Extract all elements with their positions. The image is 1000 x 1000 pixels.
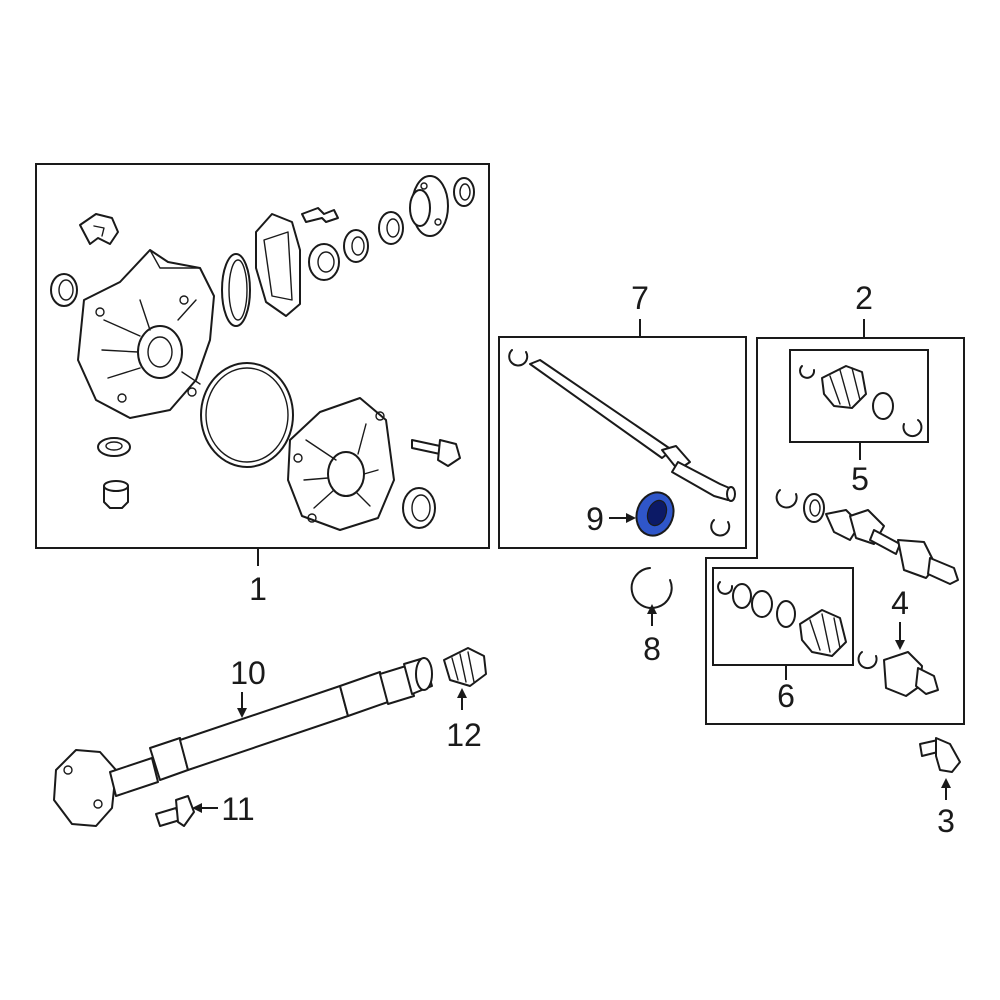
shaft-coupler-part-12[interactable] — [443, 647, 487, 687]
callout-5-label: 5 — [851, 461, 869, 497]
intermediate-shaft-frame — [498, 336, 747, 549]
callout-1-label: 1 — [249, 571, 267, 607]
bearing-two-part[interactable] — [343, 229, 369, 263]
bearing-three-part[interactable] — [378, 211, 404, 245]
callout-4-arrowhead — [895, 640, 905, 650]
drain-seal-part[interactable] — [97, 437, 131, 457]
boot-kit-clamp-large-part[interactable] — [872, 392, 894, 420]
small-o-ring-part[interactable] — [221, 253, 251, 327]
axle-nut-part-3[interactable] — [919, 737, 961, 773]
inner-kit-clamp-small-part[interactable] — [717, 581, 734, 595]
fill-plug-part[interactable] — [103, 480, 129, 509]
rear-cover-part[interactable] — [287, 397, 395, 531]
large-o-ring-part[interactable] — [200, 362, 294, 468]
callout-9-label: 9 — [586, 501, 604, 537]
callout-3-label: 3 — [937, 803, 955, 839]
inner-kit-ring-one-part[interactable] — [732, 583, 752, 609]
callout-12-arrowhead — [457, 688, 467, 698]
intermediate-shaft-part[interactable] — [529, 359, 736, 502]
callout-4-label: 4 — [891, 585, 909, 621]
inner-kit-clamp-part[interactable] — [776, 600, 796, 628]
drive-shaft-part-10[interactable] — [53, 657, 433, 827]
outer-boot-part[interactable] — [821, 365, 867, 409]
inner-kit-ring-two-part[interactable] — [751, 590, 773, 618]
callout-3-arrowhead — [941, 778, 951, 788]
callout-8-arrowhead — [647, 604, 657, 614]
cover-plate-part[interactable] — [255, 213, 301, 317]
callout-7-label: 7 — [631, 280, 649, 316]
callout-11-arrowhead — [192, 803, 202, 813]
intermediate-shaft-group: 9 — [498, 336, 747, 549]
drive-flange-part[interactable] — [409, 175, 449, 237]
bracket-clip-part[interactable] — [79, 213, 119, 245]
differential-assembly-frame — [35, 163, 490, 549]
axle-ring-part[interactable] — [803, 493, 825, 523]
callout-8-label: 8 — [643, 631, 661, 667]
callout-10-label: 10 — [230, 655, 266, 691]
shaft-circlip-part[interactable] — [508, 349, 529, 367]
flange-seal-part[interactable] — [453, 177, 475, 207]
differential-assembly-group — [35, 163, 490, 549]
callout-9-arrowhead — [626, 513, 636, 523]
highlighted-seal-part-9[interactable] — [631, 487, 680, 541]
snap-ring-part-8[interactable] — [630, 567, 673, 609]
boot-kit-ring-part[interactable] — [902, 419, 923, 438]
boot-kit-clamp-small-part[interactable] — [799, 365, 816, 379]
inner-boot-kit-frame — [712, 567, 854, 666]
axle-assembly-part[interactable] — [825, 509, 959, 585]
callout-6-label: 6 — [777, 678, 795, 714]
top-bolt-part[interactable] — [301, 207, 339, 223]
axle-shaft-group: 5 — [705, 337, 965, 725]
flange-bolt-part-11[interactable] — [155, 795, 195, 827]
axle-shaft-frame — [705, 337, 965, 725]
bearing-one-part[interactable] — [308, 243, 340, 281]
callout-11-label: 11 — [221, 791, 254, 827]
callout-10-arrowhead — [237, 708, 247, 718]
left-seal-part[interactable] — [50, 273, 78, 307]
differential-housing-part[interactable] — [77, 249, 215, 419]
callout-12-label: 12 — [446, 717, 482, 753]
cover-bolt-part[interactable] — [411, 439, 461, 467]
cv-joint-clamp-part[interactable] — [857, 651, 878, 670]
inner-boot-part[interactable] — [799, 609, 847, 657]
shaft-end-circlip-part[interactable] — [710, 519, 731, 537]
callout-2-label: 2 — [855, 280, 873, 316]
output-seal-part[interactable] — [402, 487, 436, 529]
axle-circlip-part[interactable] — [775, 489, 798, 509]
cv-joint-part-4[interactable] — [883, 651, 939, 697]
